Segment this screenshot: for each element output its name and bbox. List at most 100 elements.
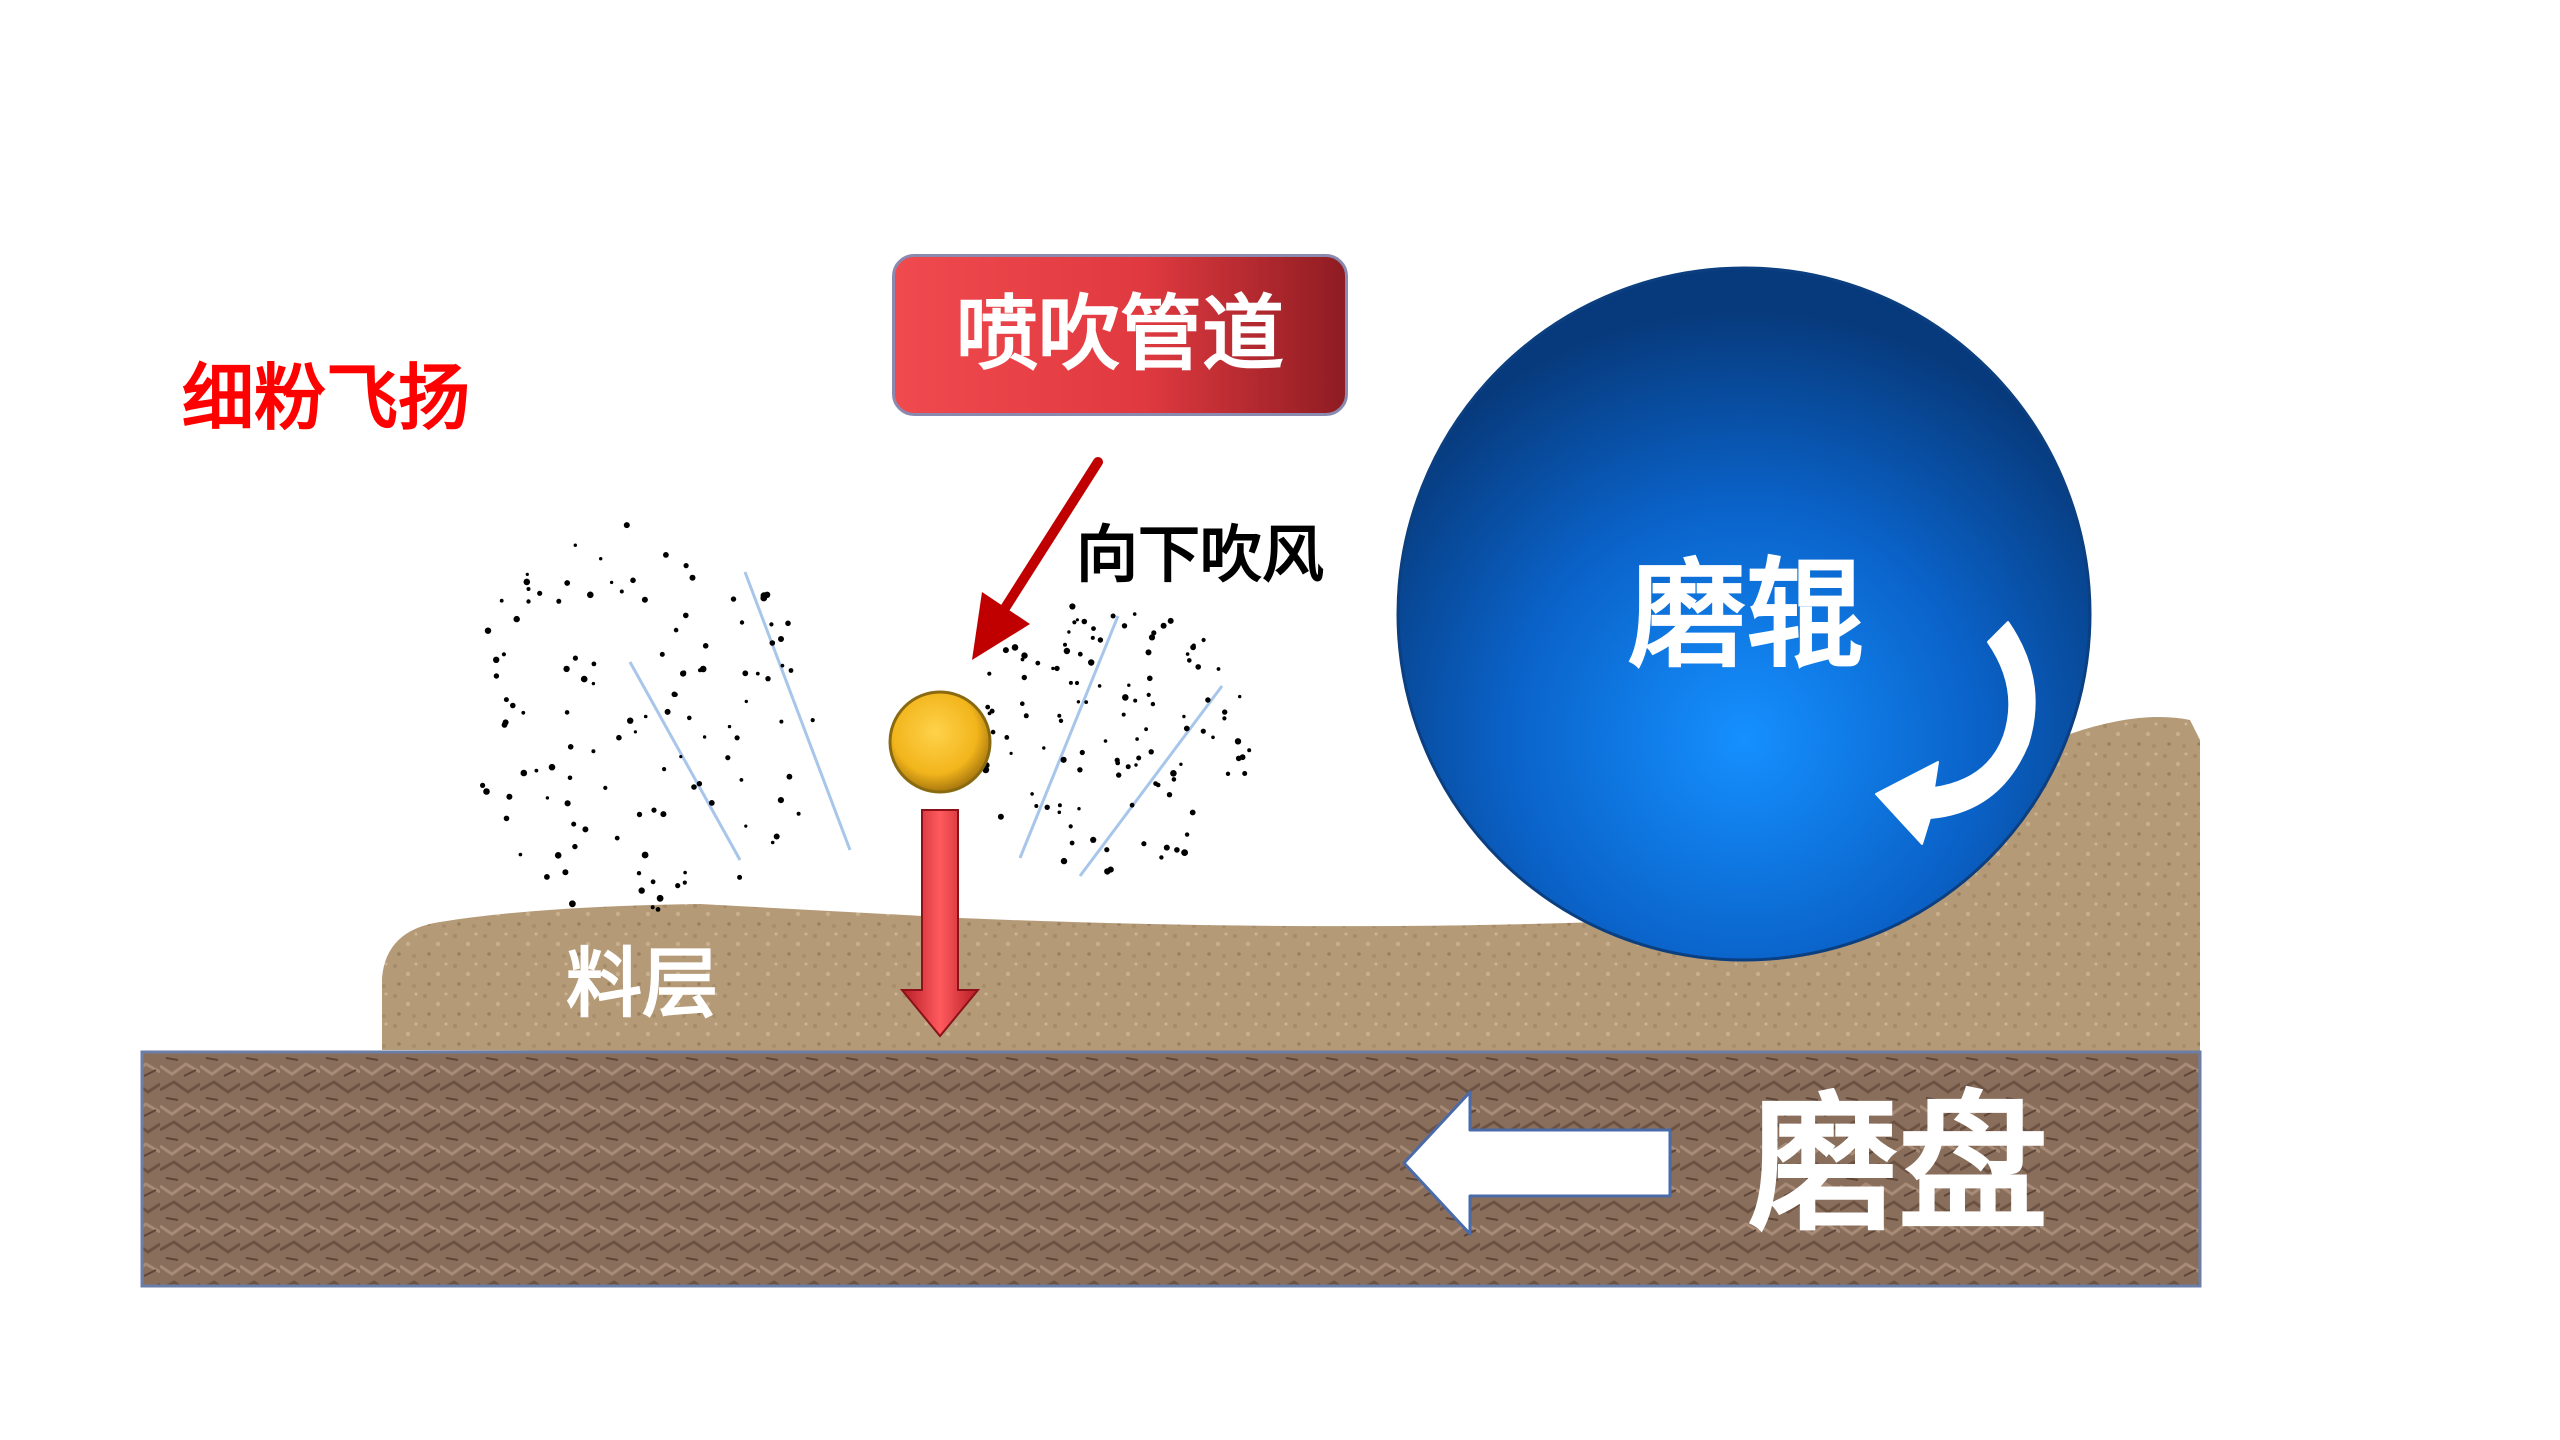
powder-dot xyxy=(1009,751,1013,756)
powder-dot xyxy=(1060,756,1067,763)
powder-dot xyxy=(786,773,793,780)
powder-dot xyxy=(591,681,596,686)
diagonal-arrow-icon xyxy=(972,457,1103,660)
powder-dot xyxy=(1079,749,1085,756)
powder-dot xyxy=(1023,713,1029,719)
powder-dot xyxy=(779,719,784,724)
airflow-lines xyxy=(628,571,1224,877)
powder-dot xyxy=(548,763,556,771)
powder-dot xyxy=(698,668,702,673)
powder-dot xyxy=(1097,637,1104,643)
powder-dot xyxy=(744,824,748,828)
powder-dot xyxy=(1104,847,1110,853)
powder-dot xyxy=(493,656,500,663)
powder-dot xyxy=(567,775,573,781)
powder-dot xyxy=(1067,630,1071,634)
powder-dot xyxy=(1088,659,1095,666)
powder-dot xyxy=(627,717,634,724)
powder-dot xyxy=(1022,652,1026,656)
powder-dot xyxy=(777,797,785,804)
powder-dot xyxy=(501,652,506,657)
powder-dot xyxy=(630,577,636,584)
powder-dot xyxy=(571,821,577,827)
powder-dot xyxy=(796,811,801,816)
powder-dot xyxy=(484,627,492,634)
powder-dot xyxy=(572,655,579,661)
powder-dot xyxy=(564,580,571,586)
powder-dot xyxy=(744,699,748,704)
powder-dot xyxy=(1200,728,1206,734)
left-arrow-icon xyxy=(1402,1090,1672,1236)
powder-dot xyxy=(1057,810,1062,815)
powder-dot xyxy=(1063,647,1071,655)
powder-dot xyxy=(1225,771,1231,776)
grinding-disc xyxy=(140,1050,2202,1288)
powder-dot xyxy=(1242,771,1248,776)
powder-dot xyxy=(1021,674,1027,681)
powder-dot xyxy=(702,643,709,649)
powder-dot xyxy=(641,851,649,859)
powder-dot xyxy=(696,781,703,787)
powder-dot xyxy=(687,715,692,721)
powder-dot xyxy=(1077,807,1081,811)
powder-dot xyxy=(1057,713,1062,718)
powder-dot xyxy=(1181,849,1188,856)
powder-dot xyxy=(1054,665,1060,672)
powder-dot xyxy=(636,871,642,876)
roller-label: 磨辊 xyxy=(1628,546,1865,684)
powder-dot xyxy=(1166,792,1173,798)
powder-dot xyxy=(537,590,543,596)
powder-dot xyxy=(1160,622,1167,629)
powder-dot xyxy=(544,874,550,880)
powder-dot xyxy=(609,580,614,585)
powder-dot xyxy=(1163,844,1170,851)
powder-dot xyxy=(623,522,630,529)
powder-dot xyxy=(564,800,571,807)
powder-dot xyxy=(651,807,657,813)
powder-dot xyxy=(525,572,529,577)
powder-dot xyxy=(1129,802,1135,808)
powder-dot xyxy=(1044,804,1050,810)
powder-dot xyxy=(603,785,608,791)
powder-dot xyxy=(1234,738,1242,745)
powder-dot xyxy=(990,729,996,735)
powder-dot xyxy=(1247,748,1252,753)
powder-dot xyxy=(523,578,531,586)
powder-dot xyxy=(778,636,784,642)
powder-dot xyxy=(572,843,578,850)
powder-dot xyxy=(1211,735,1215,740)
powder-dot xyxy=(580,675,588,683)
powder-dot xyxy=(1195,664,1201,670)
powder-dot xyxy=(1191,643,1196,648)
powder-dot xyxy=(662,767,667,772)
powder-dot xyxy=(650,905,655,910)
powder-dot xyxy=(1155,782,1161,788)
powder-dot xyxy=(1060,857,1068,865)
powder-dot xyxy=(638,887,645,894)
powder-dot xyxy=(739,778,744,782)
powder-dot xyxy=(679,755,683,759)
powder-dot xyxy=(1074,680,1080,686)
powder-dot xyxy=(1069,840,1075,846)
powder-dot xyxy=(587,591,594,599)
powder-dot xyxy=(554,852,562,859)
powder-dot xyxy=(1114,757,1120,763)
powder-dot xyxy=(1238,694,1242,699)
powder-dot xyxy=(727,724,732,729)
powder-dot xyxy=(1147,675,1153,682)
powder-dot xyxy=(1239,754,1246,761)
powder-dot xyxy=(480,782,486,789)
powder-dot xyxy=(1068,824,1073,829)
powder-dot xyxy=(689,574,696,581)
powder-dots xyxy=(480,522,1252,912)
powder-dot xyxy=(1090,635,1095,640)
powder-dot xyxy=(1011,644,1019,651)
fine-powder-label: 细粉飞扬 xyxy=(182,356,471,440)
powder-dot xyxy=(660,811,667,818)
powder-dot xyxy=(526,587,531,591)
powder-dot xyxy=(503,697,509,703)
powder-dot xyxy=(1042,746,1046,750)
powder-dot xyxy=(1148,634,1156,641)
powder-dot xyxy=(1150,701,1156,707)
